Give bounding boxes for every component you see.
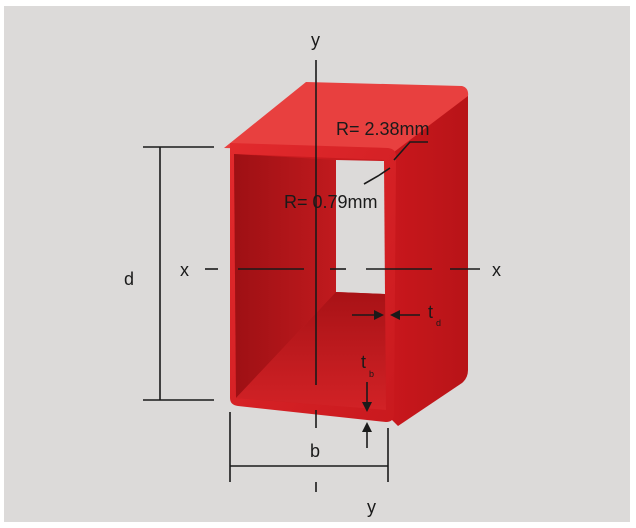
tube-inner-left-wall <box>234 154 336 398</box>
tb-arrowhead-bottom <box>362 422 372 432</box>
outer-radius-leader <box>393 141 428 161</box>
thickness-b-label: t <box>361 352 366 372</box>
y-axis-label-bottom: y <box>367 497 376 517</box>
thickness-d-subscript: d <box>436 318 441 328</box>
depth-label: d <box>124 269 134 289</box>
thickness-d-label: t <box>428 302 433 322</box>
dimension-lines <box>143 60 480 492</box>
tube-top-face <box>224 82 469 152</box>
y-axis-label-top: y <box>311 30 320 50</box>
width-label: b <box>310 441 320 461</box>
tube-side-face <box>392 94 468 426</box>
tube-see-through <box>336 160 385 294</box>
tb-arrowhead-top <box>362 402 372 412</box>
arrow-heads <box>362 310 400 432</box>
x-axis-label-left: x <box>180 260 189 280</box>
tube-inner-bottom-wall <box>236 292 386 410</box>
td-arrowhead-left <box>374 310 384 320</box>
thickness-b-subscript: b <box>369 369 374 379</box>
x-axis-label-right: x <box>492 260 501 280</box>
td-arrowhead-right <box>390 310 400 320</box>
inner-radius-leader <box>363 167 391 185</box>
inner-radius-label: R= 0.79mm <box>284 192 378 212</box>
rectangular-tube <box>224 82 469 426</box>
outer-radius-label: R= 2.38mm <box>336 119 430 139</box>
